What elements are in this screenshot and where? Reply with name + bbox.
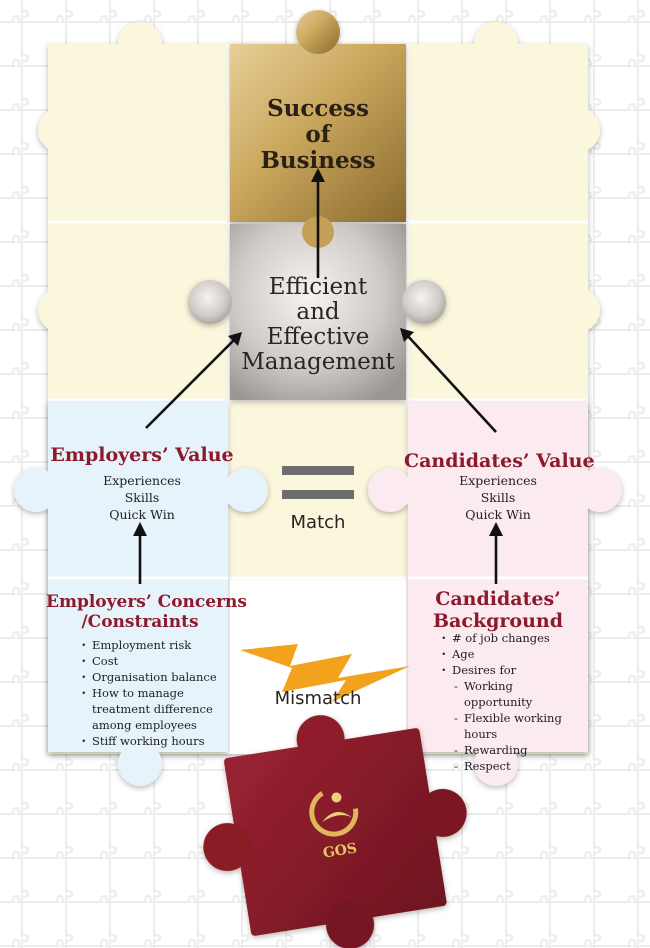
list-item: Working opportunity [440,678,580,710]
candidates-background-title: Candidates’ Background [404,588,592,632]
success-line3: Business [260,147,376,174]
list-item: Employment risk [78,637,230,653]
list-item: Skills [480,490,516,505]
arrows [138,178,498,584]
candidates-value-title: Candidates’ Value [404,450,595,472]
candidates-background-list: # of job changes Age Desires for Working… [438,630,580,774]
success-title: Success of Business [230,96,406,174]
concerns-line1: Employers’ Concerns [46,592,247,612]
list-item: Respect [440,758,580,774]
list-item: Flexible working hours [440,710,580,742]
success-line1: Success [267,95,369,122]
management-line3: Effective [266,324,370,350]
mismatch-label: Mismatch [274,688,362,709]
list-item: Skills [124,490,160,505]
management-line2: and [296,299,340,325]
list-item: Quick Win [465,507,531,522]
candidates-value-list: Experiences Skills Quick Win [404,472,592,523]
list-item: Rewarding [440,742,580,758]
lightning-icon [240,644,410,702]
list-item: Experiences [459,473,537,488]
management-title: Efficient and Effective Management [228,275,408,375]
list-item: # of job changes [438,630,580,646]
list-item: Quick Win [109,507,175,522]
list-item: Stiff working hours [78,733,230,749]
equals-icon [282,466,354,499]
employers-concerns-list: Employment risk Cost Organisation balanc… [78,637,230,749]
list-item: Organisation balance [78,669,230,685]
list-item: Age [438,646,580,662]
gos-logo-icon [309,787,359,837]
employers-value-title: Employers’ Value [50,444,234,466]
management-line1: Efficient [268,274,368,300]
list-item: Cost [78,653,230,669]
employers-concerns-title: Employers’ Concerns /Constraints [46,592,247,632]
match-label: Match [290,512,346,533]
concerns-line2: /Constraints [81,612,199,632]
background-line1: Candidates’ [435,588,561,610]
background-line2: Background [433,610,563,632]
arrow-heads [133,168,503,536]
success-line2: of [305,121,331,148]
management-line4: Management [241,349,395,375]
list-item: How to manage treatment difference among… [78,685,230,733]
list-item: Experiences [103,473,181,488]
employers-value-list: Experiences Skills Quick Win [48,472,236,523]
list-item: Desires for [438,662,580,678]
